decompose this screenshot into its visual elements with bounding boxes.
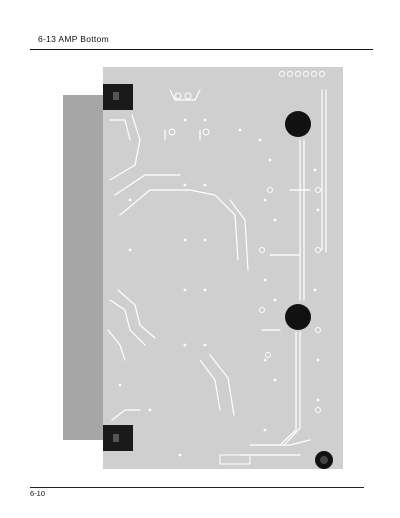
bottom-connector [219, 454, 251, 465]
pcb-pads [168, 71, 325, 413]
footer-rule [30, 487, 364, 488]
page-number: 6-10 [30, 489, 46, 498]
capacitor-top [285, 111, 311, 137]
pcb-traces [107, 89, 327, 456]
section-title: 6-13 AMP Bottom [38, 34, 109, 44]
side-panel [63, 95, 107, 440]
capacitor-middle [285, 304, 311, 330]
header-rule [30, 49, 373, 51]
pcb-vias [118, 118, 320, 457]
